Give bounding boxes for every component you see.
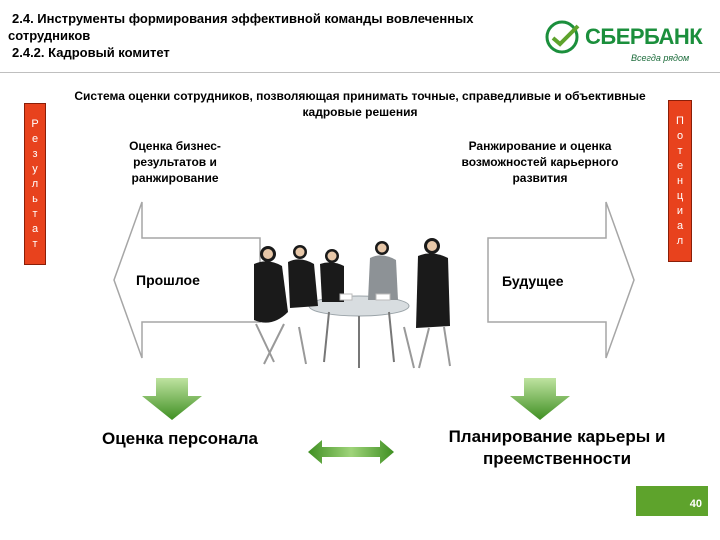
- side-right-char: ц: [676, 189, 684, 202]
- slide-title: 2.4. Инструменты формирования эффективно…: [8, 10, 528, 61]
- down-arrow-right-icon: [510, 378, 570, 420]
- side-left-char: у: [32, 162, 38, 175]
- double-arrow-icon: [308, 440, 394, 464]
- past-arrow-icon: [113, 201, 261, 359]
- side-left-char: т: [32, 237, 38, 250]
- side-label-result: Р е з у л ь т а т: [24, 103, 46, 265]
- side-left-char: т: [32, 207, 38, 220]
- past-label: Прошлое: [136, 272, 200, 288]
- side-right-char: а: [676, 219, 684, 232]
- future-label: Будущее: [502, 273, 564, 289]
- page-number-badge: 40: [636, 486, 708, 516]
- side-label-potential: П о т е н ц и а л: [668, 100, 692, 262]
- side-left-char: а: [31, 222, 39, 235]
- side-right-char: е: [676, 159, 684, 172]
- side-right-char: н: [676, 174, 684, 187]
- business-results-text: Оценка бизнес-результатов и ранжирование: [129, 139, 221, 185]
- header-divider: [0, 72, 720, 73]
- system-heading: Система оценки сотрудников, позволяющая …: [74, 89, 646, 119]
- side-right-char: П: [676, 114, 684, 127]
- future-arrow-icon: [487, 201, 635, 359]
- team-meeting-image: [254, 238, 451, 369]
- title-line-1: 2.4. Инструменты формирования эффективно…: [12, 11, 474, 26]
- side-right-char: и: [676, 204, 684, 217]
- title-line-2: сотрудников: [8, 28, 91, 43]
- side-right-char: т: [677, 144, 683, 157]
- logo-tagline: Всегда рядом: [631, 53, 690, 63]
- logo-name: СБЕРБАНК: [585, 24, 703, 49]
- down-arrow-left-icon: [142, 378, 202, 420]
- side-right-char: л: [676, 234, 684, 247]
- side-left-char: Р: [31, 117, 39, 130]
- side-right-char: о: [676, 129, 684, 142]
- career-opportunities-text: Ранжирование и оценка возможностей карье…: [461, 139, 619, 185]
- career-planning-text: Планирование карьеры и преемственности: [448, 427, 666, 468]
- sberbank-logo-icon: [545, 20, 580, 54]
- sberbank-logo: СБЕРБАНК Всегда рядом: [545, 18, 715, 70]
- side-left-char: е: [31, 132, 39, 145]
- side-left-char: з: [32, 147, 38, 160]
- page-number: 40: [689, 498, 702, 510]
- side-left-char: л: [31, 177, 39, 190]
- personnel-assessment-text: Оценка персонала: [101, 429, 258, 448]
- title-line-3: 2.4.2. Кадровый комитет: [12, 45, 170, 60]
- side-left-char: ь: [32, 192, 38, 205]
